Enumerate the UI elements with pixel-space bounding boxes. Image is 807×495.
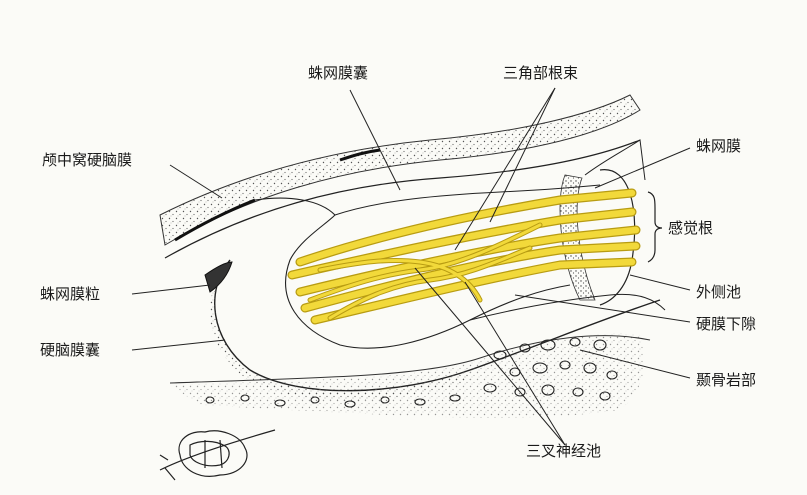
upper-right-membrane	[585, 140, 645, 180]
leader-arachnoid-cistern	[350, 90, 400, 190]
label-petrous-temporal: 颞骨岩部	[696, 371, 756, 389]
label-trigeminal-cistern: 三叉神经池	[526, 442, 601, 460]
label-arachnoid: 蛛网膜	[696, 137, 741, 155]
petrous-bone-body	[170, 334, 644, 418]
label-dural-sac: 硬脑膜囊	[40, 341, 100, 359]
label-lateral-cistern: 外侧池	[696, 283, 741, 301]
label-subdural-space: 硬膜下隙	[696, 315, 756, 333]
sensory-root-bracket	[648, 192, 662, 262]
leader-arachnoid-granulation	[132, 285, 210, 294]
label-arachnoid-cistern: 蛛网膜囊	[308, 64, 368, 82]
leader-middle-fossa-dura	[170, 165, 222, 198]
label-triangular-rootlets: 三角部根束	[503, 64, 578, 82]
label-arachnoid-granulation: 蛛网膜粒	[40, 285, 100, 303]
label-sensory-root: 感觉根	[668, 219, 713, 237]
label-middle-fossa-dura: 颅中窝硬脑膜	[42, 151, 132, 169]
orientation-sketch	[160, 430, 275, 480]
leader-dural-sac	[132, 340, 225, 350]
leader-arachnoid	[595, 148, 690, 188]
leader-lateral-cistern	[630, 275, 690, 290]
subdural-line	[470, 294, 665, 320]
arachnoid-granulation	[205, 262, 232, 292]
